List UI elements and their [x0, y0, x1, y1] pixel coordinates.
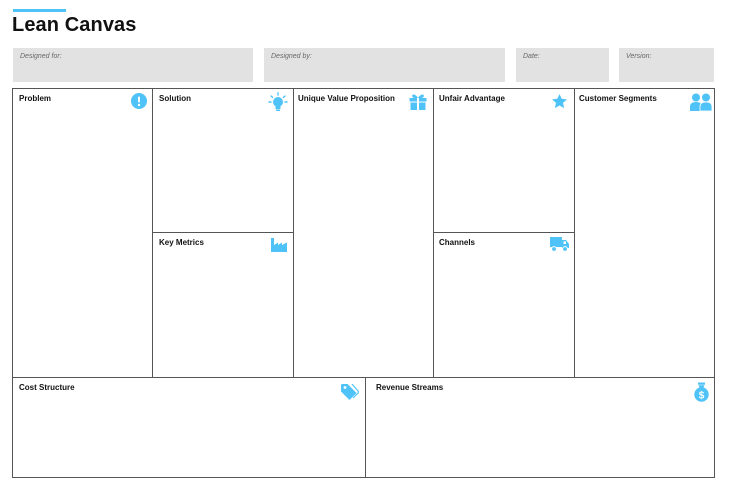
star-icon — [551, 93, 568, 110]
designed-for-field[interactable]: Designed for: — [13, 48, 253, 82]
date-label: Date: — [523, 53, 540, 60]
customer-segments-title: Customer Segments — [579, 94, 657, 103]
price-tag-icon — [340, 384, 359, 401]
designed-for-label: Designed for: — [20, 53, 62, 60]
version-field[interactable]: Version: — [619, 48, 714, 82]
money-bag-icon: $ — [694, 382, 709, 402]
uvp-title: Unique Value Proposition — [298, 94, 395, 103]
version-label: Version: — [626, 53, 652, 60]
problem-title: Problem — [19, 94, 52, 103]
title-accent-bar — [13, 9, 66, 12]
canvas-upper-frame — [12, 88, 715, 378]
solution-title: Solution — [159, 94, 191, 103]
divider — [574, 88, 575, 378]
designed-by-field[interactable]: Designed by: — [264, 48, 505, 82]
factory-icon — [271, 236, 287, 252]
exclamation-icon — [131, 93, 147, 109]
divider — [365, 377, 366, 478]
divider — [433, 88, 434, 378]
divider — [293, 88, 294, 378]
divider — [152, 88, 153, 378]
users-icon — [690, 93, 712, 111]
designed-by-label: Designed by: — [271, 53, 312, 60]
divider — [433, 232, 574, 233]
unfair-advantage-title: Unfair Advantage — [439, 94, 505, 103]
lightbulb-icon — [268, 92, 288, 112]
truck-icon — [550, 236, 569, 252]
key-metrics-title: Key Metrics — [159, 238, 204, 247]
date-field[interactable]: Date: — [516, 48, 609, 82]
channels-title: Channels — [439, 238, 476, 247]
gift-icon — [409, 93, 427, 110]
cost-structure-title: Cost Structure — [19, 383, 75, 392]
page-title: Lean Canvas — [12, 14, 137, 36]
revenue-streams-title: Revenue Streams — [376, 383, 444, 392]
svg-text:$: $ — [699, 390, 705, 401]
divider — [152, 232, 293, 233]
canvas-lower-frame — [12, 377, 715, 478]
